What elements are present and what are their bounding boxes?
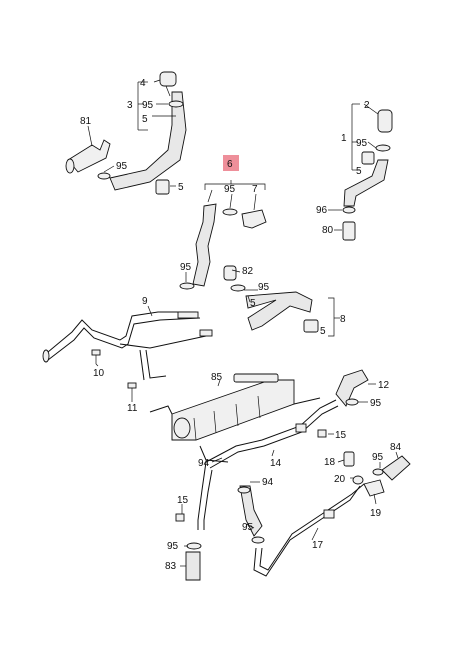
fitting-18-20-19: [343, 451, 385, 497]
label-95: 95: [242, 522, 254, 533]
label-1: 1: [341, 133, 347, 144]
label-95: 95: [180, 262, 192, 273]
label-4: 4: [140, 78, 146, 89]
label-94: 94: [198, 458, 210, 469]
coolant-pipe-9: [42, 311, 213, 381]
label-5: 5: [142, 114, 148, 125]
label-10: 10: [93, 368, 105, 379]
screw-10: [91, 349, 101, 364]
label-81: 81: [80, 116, 92, 127]
label-17: 17: [312, 540, 324, 551]
label-82: 82: [242, 266, 254, 277]
hose-assembly-top-right: [342, 109, 393, 241]
label-20: 20: [334, 474, 346, 485]
label-15: 15: [335, 430, 347, 441]
label-95: 95: [372, 452, 384, 463]
label-80: 80: [322, 225, 334, 236]
label-6: 6: [227, 159, 233, 170]
label-85: 85: [211, 372, 223, 383]
screw-15-upper: [317, 429, 327, 438]
hose-84: [372, 455, 411, 481]
hose-94-center: [237, 485, 265, 544]
egr-cooler-85: [149, 373, 321, 463]
label-14: 14: [270, 458, 282, 469]
label-3: 3: [127, 100, 133, 111]
label-9: 9: [142, 296, 148, 307]
label-95: 95: [142, 100, 154, 111]
label-19: 19: [370, 508, 382, 519]
label-7: 7: [252, 184, 258, 195]
screw-11: [127, 382, 137, 396]
screw-15-lower: [175, 513, 185, 522]
leader-lines: [87, 79, 399, 567]
label-8: 8: [340, 314, 346, 325]
hose-83: [185, 542, 202, 581]
label-12: 12: [378, 380, 390, 391]
coolant-pipe-17: [253, 483, 365, 577]
label-5: 5: [356, 166, 362, 177]
label-2: 2: [364, 100, 370, 111]
label-15: 15: [177, 495, 189, 506]
label-95: 95: [224, 184, 236, 195]
hose-assembly-center: [179, 203, 267, 292]
hose-assembly-right: [245, 291, 319, 333]
label-94: 94: [262, 477, 274, 488]
highlight-marker: [223, 155, 239, 171]
label-5: 5: [250, 298, 256, 309]
label-95: 95: [116, 161, 128, 172]
label-84: 84: [390, 442, 402, 453]
coolant-pipe-14: [197, 399, 339, 530]
hose-12: [335, 369, 369, 407]
label-95: 95: [370, 398, 382, 409]
label-5: 5: [320, 326, 326, 337]
part-labels: 4 3 95 5 81 95 5 6 95 7 2 1 95 5 96 80 9…: [80, 78, 402, 572]
label-83: 83: [165, 561, 177, 572]
label-96: 96: [316, 205, 328, 216]
label-11: 11: [127, 403, 138, 414]
label-5: 5: [178, 182, 184, 193]
label-95: 95: [356, 138, 368, 149]
hose-assembly-top-left: [65, 71, 187, 195]
label-95: 95: [258, 282, 270, 293]
label-18: 18: [324, 457, 336, 468]
label-95: 95: [167, 541, 179, 552]
